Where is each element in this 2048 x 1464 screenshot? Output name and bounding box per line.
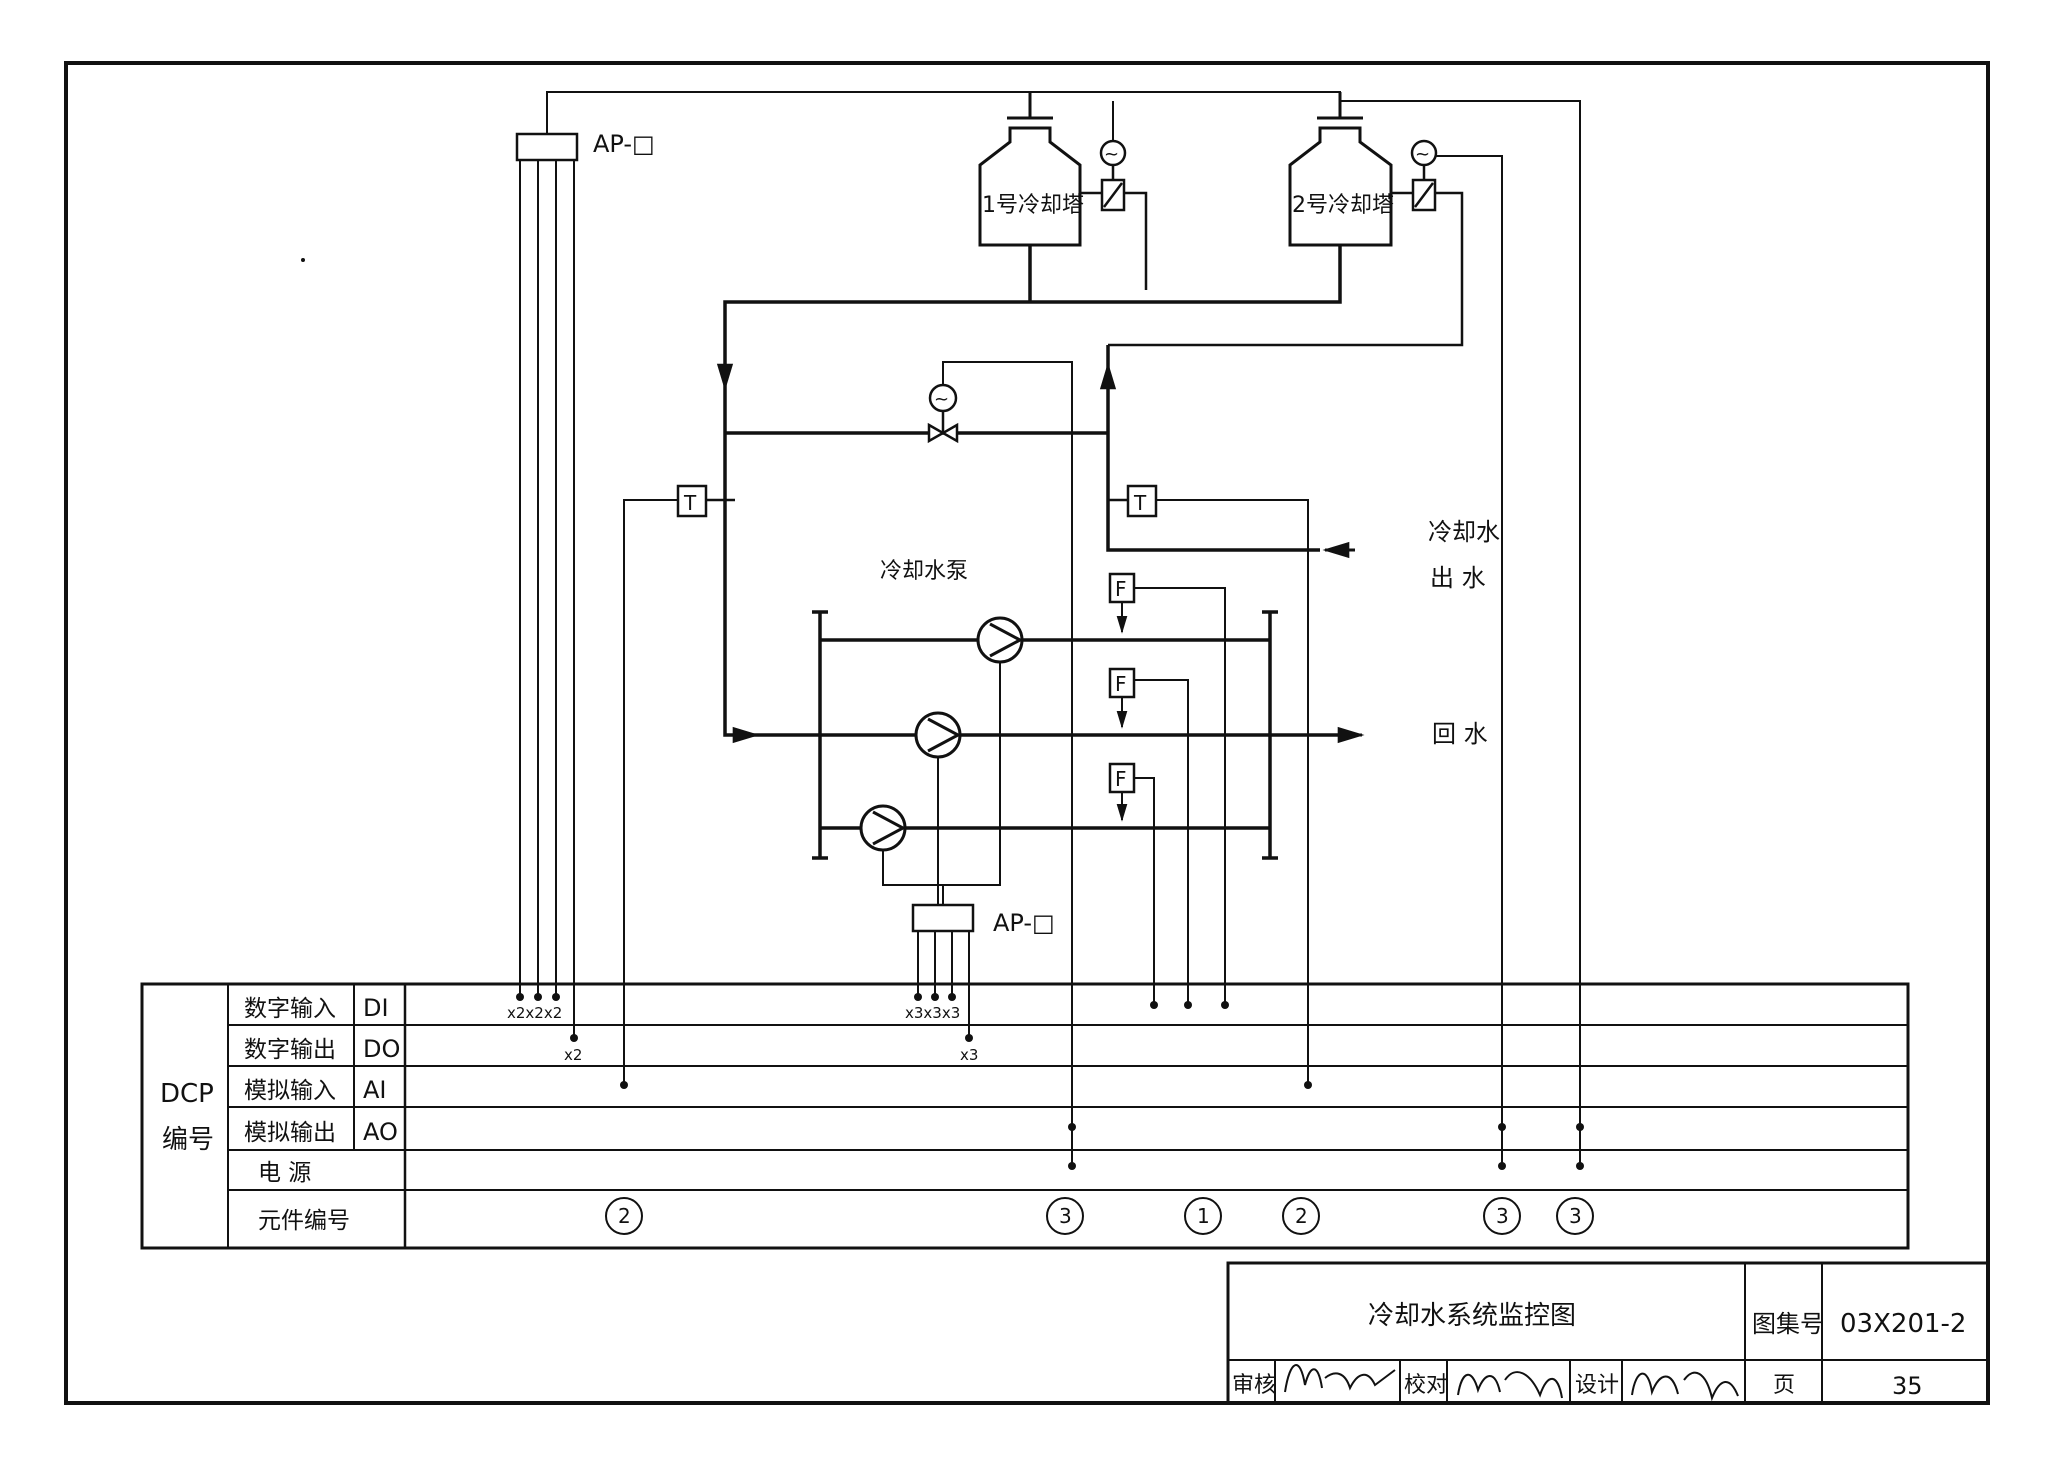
element-number-circle	[1184, 1197, 1222, 1235]
element-number: 3	[1059, 1204, 1072, 1228]
element-number: 1	[1197, 1204, 1210, 1228]
drawing-title: 冷却水系统监控图	[1368, 1301, 1576, 1331]
element-number: 3	[1496, 1204, 1509, 1228]
dcp-row-di-name: 数字输入	[244, 996, 336, 1022]
atlas-label: 图集号	[1752, 1310, 1824, 1338]
bypass-valve	[927, 383, 959, 444]
svg-text:T: T	[683, 491, 697, 515]
pump-manifolds	[812, 610, 1278, 860]
page-number: 35	[1892, 1372, 1923, 1400]
pump-group-label: 冷却水泵	[880, 559, 968, 584]
dcp-row-power-name: 电 源	[258, 1160, 311, 1186]
ap-box-top	[515, 132, 579, 162]
multiplier-do-left: x2	[564, 1046, 582, 1064]
svg-text:F: F	[1115, 577, 1127, 601]
dcp-row-do-name: 数字输出	[244, 1037, 336, 1063]
element-number-circle	[1556, 1197, 1594, 1235]
designer-signature	[1631, 1371, 1739, 1402]
dcp-row-ai-name: 模拟输入	[244, 1078, 336, 1104]
checker-signature	[1457, 1371, 1563, 1399]
cooling-tower-1-label: 1号冷却塔	[982, 193, 1084, 218]
return-label: 回 水	[1432, 720, 1488, 748]
cooling-water-pump-3	[859, 804, 907, 852]
dcp-table	[140, 982, 1910, 1250]
review-label: 审核	[1232, 1373, 1276, 1398]
dcp-row-ai-code: AI	[363, 1076, 387, 1104]
reviewer-signature	[1284, 1364, 1396, 1393]
dcp-row-do-code: DO	[363, 1035, 400, 1063]
dcp-connection-dots	[516, 993, 1584, 1170]
element-number-circle	[1282, 1197, 1320, 1235]
svg-text:T: T	[1133, 491, 1147, 515]
dcp-header-line2: 编号	[162, 1125, 214, 1155]
svg-text:~: ~	[1104, 144, 1119, 165]
svg-text:~: ~	[1415, 144, 1430, 165]
piping	[723, 245, 1342, 830]
cooling-water-pump-2	[914, 711, 962, 759]
element-number: 2	[1295, 1204, 1308, 1228]
cooling-tower-2-label: 2号冷却塔	[1292, 193, 1394, 218]
dcp-row-ao-code: AO	[363, 1118, 398, 1146]
design-label: 设计	[1575, 1373, 1619, 1398]
multiplier-do-mid: x3	[960, 1046, 978, 1064]
svg-text:F: F	[1115, 672, 1127, 696]
title-block	[1226, 1261, 1990, 1405]
dcp-row-di-code: DI	[363, 994, 389, 1022]
multiplier-di-mid: x3x3x3	[905, 1004, 960, 1022]
tower-2-motor-icon	[1410, 139, 1438, 167]
ap-label-bottom: AP-□	[993, 909, 1055, 937]
check-label: 校对	[1404, 1373, 1448, 1398]
svg-text:~: ~	[934, 389, 949, 410]
ap-label-top: AP-□	[593, 130, 655, 158]
dcp-row-ao-name: 模拟输出	[244, 1120, 336, 1146]
dcp-row-element-name: 元件编号	[258, 1208, 350, 1234]
element-number: 2	[618, 1204, 631, 1228]
dcp-header-line1: DCP	[160, 1079, 214, 1109]
element-number: 3	[1569, 1204, 1582, 1228]
element-number-circle	[1046, 1197, 1084, 1235]
stray-dot	[301, 258, 305, 262]
element-number-circle	[605, 1197, 643, 1235]
cooling-water-pump-1	[976, 616, 1024, 664]
atlas-number: 03X201-2	[1840, 1309, 1966, 1339]
ap-box-bottom	[911, 903, 975, 933]
multiplier-di-left: x2x2x2	[507, 1004, 562, 1022]
drawing-frame	[64, 61, 1990, 1405]
outlet-label-line2: 出 水	[1430, 564, 1486, 592]
cooling-tower-1	[978, 92, 1082, 247]
outlet-label-line1: 冷却水	[1428, 518, 1500, 546]
svg-text:F: F	[1115, 767, 1127, 791]
element-number-circle	[1483, 1197, 1521, 1235]
page-label: 页	[1773, 1373, 1795, 1398]
